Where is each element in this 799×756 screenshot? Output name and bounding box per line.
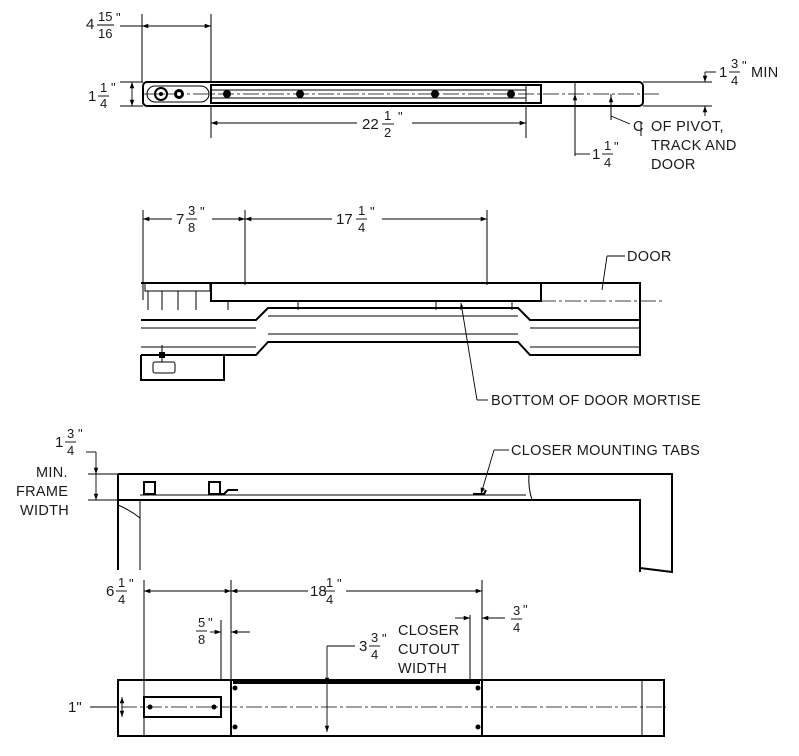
dim-track-num: 1 bbox=[384, 108, 391, 123]
frame-dim-den: 4 bbox=[67, 443, 74, 458]
dim-height-den: 4 bbox=[100, 96, 107, 111]
door-dim-mortise-den: 4 bbox=[358, 220, 365, 235]
dim-min-whole: 1 bbox=[719, 64, 727, 81]
top-view bbox=[120, 14, 716, 156]
door-dim-mortise-num: 1 bbox=[358, 203, 365, 218]
frame-dim-whole: 1 bbox=[55, 434, 63, 451]
door-view-labels: 7 3 8 " 17 1 4 " DOOR BOTTOM OF DOOR MOR… bbox=[176, 203, 701, 409]
dim-offset-whole: 4 bbox=[86, 16, 94, 33]
door-label: DOOR bbox=[627, 249, 672, 265]
frame-dim-num: 3 bbox=[67, 426, 74, 441]
dim-min-num: 3 bbox=[731, 56, 738, 71]
frame-dim-unit: " bbox=[78, 426, 83, 441]
door-dim-mortise-whole: 17 bbox=[336, 211, 353, 228]
closer-cutout bbox=[230, 679, 483, 737]
cutout-dim-main-unit: " bbox=[337, 576, 342, 591]
cutout-dim-left-whole: 6 bbox=[106, 583, 114, 600]
dim-track-whole: 22 bbox=[362, 116, 379, 133]
dim-pivot-den: 4 bbox=[604, 155, 611, 170]
frame-label-line1: MIN. bbox=[36, 465, 68, 481]
door-view bbox=[140, 210, 662, 401]
dim-width-unit: " bbox=[382, 631, 387, 646]
cutout-dim-left-num: 1 bbox=[118, 575, 125, 590]
cutout-view-labels: 6 1 4 " 18 1 4 " 5 8 " 3 4 " 3 3 4 " CLO… bbox=[68, 575, 528, 716]
door-dim-left-num: 3 bbox=[188, 203, 195, 218]
dim-width-whole: 3 bbox=[359, 638, 367, 655]
svg-text:C: C bbox=[633, 119, 644, 135]
cutout-dim-main-whole: 18 bbox=[310, 583, 327, 600]
cutout-dim-main-num: 1 bbox=[326, 575, 333, 590]
dim-track-unit: " bbox=[398, 109, 403, 124]
dim-height-num: 1 bbox=[100, 80, 107, 95]
door-dim-left-den: 8 bbox=[188, 220, 195, 235]
frame-view bbox=[86, 449, 673, 574]
dim-offset-unit: " bbox=[116, 10, 121, 25]
frame-plan bbox=[117, 679, 665, 737]
top-view-labels: 4 15 16 " 1 1 4 " 22 1 2 " 1 3 4 " MIN 1… bbox=[86, 9, 778, 173]
door-dim-left-unit: " bbox=[200, 204, 205, 219]
frame-view-labels: 1 3 4 " MIN. FRAME WIDTH CLOSER MOUNTING… bbox=[16, 426, 700, 519]
dim-height-whole: 1 bbox=[88, 88, 96, 105]
dim-pivot-num: 1 bbox=[604, 138, 611, 153]
dim-pivot-unit: " bbox=[614, 139, 619, 154]
dim-3-4-num: 3 bbox=[513, 603, 520, 618]
cl-label-line2: TRACK AND bbox=[651, 138, 737, 154]
dim-pivot-whole: 1 bbox=[592, 146, 600, 163]
frame-label-line3: WIDTH bbox=[20, 503, 69, 519]
dim-offset-den: 16 bbox=[98, 26, 112, 41]
dim-height-unit: " bbox=[111, 80, 116, 95]
width-label-line2: CUTOUT bbox=[398, 642, 460, 658]
dim-min-den: 4 bbox=[731, 73, 738, 88]
cutout-dim-main-den: 4 bbox=[326, 592, 333, 607]
dim-5-8-num: 5 bbox=[198, 615, 205, 630]
dim-5-8-den: 8 bbox=[198, 632, 205, 647]
dim-offset-num: 15 bbox=[98, 9, 112, 24]
tabs-label: CLOSER MOUNTING TABS bbox=[511, 443, 700, 459]
dim-3-4-unit: " bbox=[523, 602, 528, 617]
pivot-icon bbox=[154, 87, 168, 101]
cl-label-line3: DOOR bbox=[651, 157, 696, 173]
width-label-line1: CLOSER bbox=[398, 623, 459, 639]
dim-min-suffix: MIN bbox=[751, 65, 778, 81]
frame-label-line2: FRAME bbox=[16, 484, 68, 500]
dim-3-4-den: 4 bbox=[513, 620, 520, 635]
dim-one-inch: 1" bbox=[68, 699, 82, 716]
width-label-line3: WIDTH bbox=[398, 661, 447, 677]
dim-width-den: 4 bbox=[371, 647, 378, 662]
dim-width-num: 3 bbox=[371, 630, 378, 645]
cutout-view bbox=[90, 580, 666, 737]
door-dim-left-whole: 7 bbox=[176, 211, 184, 228]
cutout-dim-left-den: 4 bbox=[118, 592, 125, 607]
door-dim-mortise-unit: " bbox=[370, 204, 375, 219]
dim-5-8-unit: " bbox=[208, 615, 213, 630]
centerline-icon: C bbox=[633, 119, 644, 136]
cutout-dim-left-unit: " bbox=[129, 576, 134, 591]
mortise-label: BOTTOM OF DOOR MORTISE bbox=[491, 393, 701, 409]
dim-min-unit: " bbox=[742, 58, 747, 73]
dim-track-den: 2 bbox=[384, 125, 391, 140]
cl-label-line1: OF PIVOT, bbox=[651, 119, 724, 135]
